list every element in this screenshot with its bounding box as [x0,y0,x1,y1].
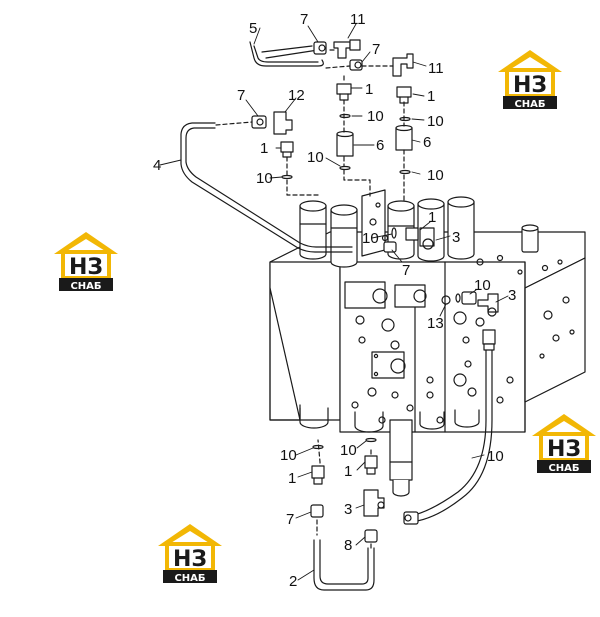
centerlines [286,49,405,549]
part-label-1: 1 [288,470,296,487]
logo-sub: СНАБ [174,573,205,584]
watermark-logo: НЗ СНАБ [54,232,118,292]
part-label-3: 3 [344,501,352,518]
leader-lines [159,23,509,581]
logo-sub: СНАБ [70,281,101,292]
part-label-9: 10 [474,277,491,294]
part-label-10: 10 [307,149,324,166]
part-label-6: 6 [423,134,431,151]
part-label-10: 10 [427,113,444,130]
part-label-6: 6 [376,137,384,154]
part-label-8: 10 [487,448,504,465]
fitting-stack-far-left [251,111,294,180]
watermark-logo: НЗ СНАБ [532,414,596,474]
fitting-stack-left [336,83,354,171]
drawing-lines [159,23,586,591]
part-label-3: 3 [508,287,516,304]
hose-8 [403,329,496,525]
part-label-10: 10 [362,230,379,247]
watermark-logo: НЗ СНАБ [158,524,222,584]
part-label-7: 8 [344,537,352,554]
watermark-logo: НЗ СНАБ [498,50,562,110]
part-label-10: 10 [280,447,297,464]
part-label-10: 10 [427,167,444,184]
logo-brand: НЗ [69,255,103,280]
valve-block [269,224,586,497]
pipe-2 [313,539,375,591]
pipe-5-assembly [249,39,414,77]
part-label-10: 10 [340,442,357,459]
logo-sub: СНАБ [548,463,579,474]
part-label-5: 5 [249,20,257,37]
logo-brand: НЗ [547,437,581,462]
part-label-7: 7 [402,262,410,279]
part-label-1: 1 [260,140,268,157]
part-label-13: 13 [427,315,444,332]
part-label-11: 11 [428,60,444,77]
part-label-3: 3 [452,229,460,246]
part-label-7: 7 [372,41,380,58]
part-label-10: 10 [367,108,384,125]
pipe-4 [180,121,353,253]
part-label-11: 11 [350,11,366,28]
bottom-right-fittings [363,437,385,543]
logo-brand: НЗ [513,73,547,98]
logo-brand: НЗ [173,547,207,572]
part-label-7: 7 [286,511,294,528]
part-label-1: 1 [428,209,436,226]
part-label-10: 10 [256,170,273,187]
part-labels: 5 7 11 7 11 1 1 7 12 10 10 1 6 6 10 4 10… [153,11,516,590]
logo-band [503,96,557,109]
part-label-4: 4 [153,157,161,174]
part-label-1: 1 [344,463,352,480]
part-label-12: 12 [288,87,305,104]
bottom-left-fittings [310,444,325,518]
part-label-7: 7 [300,11,308,28]
logo-sub: СНАБ [514,99,545,110]
part-label-7: 7 [237,87,245,104]
part-label-2: 2 [289,573,297,590]
part-label-1: 1 [365,81,373,98]
side-fittings [383,227,499,317]
logo-roof [498,50,562,72]
part-label-1: 1 [427,88,435,105]
